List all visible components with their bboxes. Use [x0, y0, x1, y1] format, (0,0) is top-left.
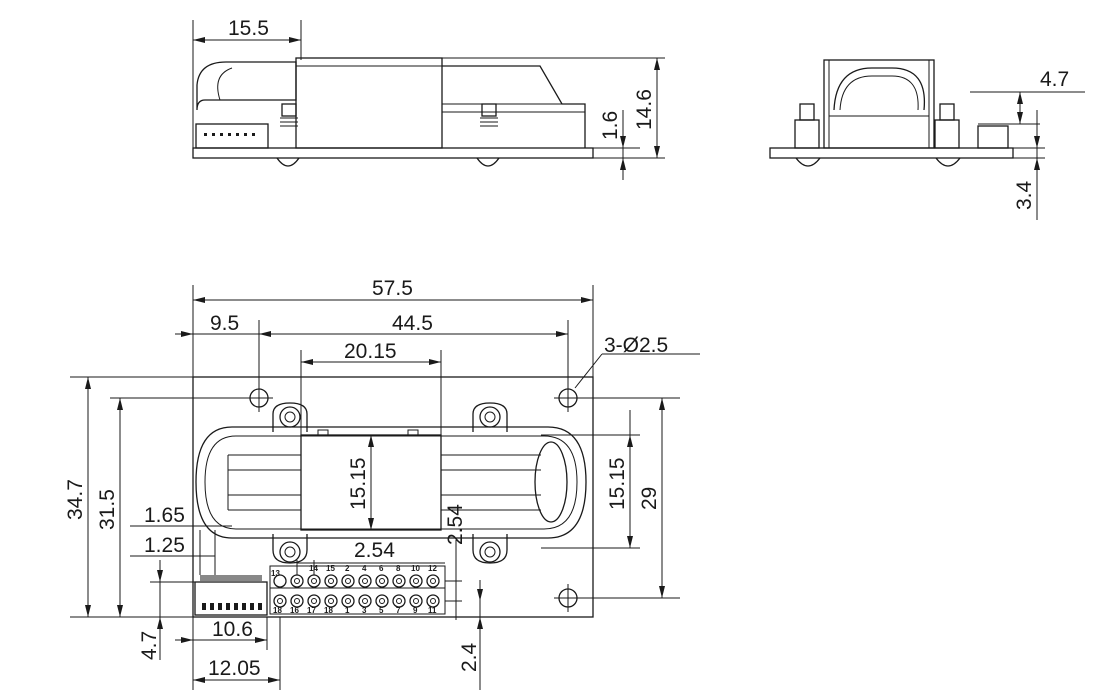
dim-connector-width: 4.7	[1040, 68, 1069, 91]
pin-label: 8	[396, 564, 401, 573]
dim-2-4: 2.4	[458, 642, 481, 672]
dim-1-65: 1.65	[144, 504, 185, 527]
pin-label: 16	[290, 606, 299, 615]
pin-label: 9	[413, 606, 418, 615]
dim-width-left: 15.5	[228, 17, 269, 40]
pin-label: 18	[273, 606, 282, 615]
pin-row-bottom	[273, 594, 440, 608]
pin-label: 18	[324, 606, 333, 615]
dim-chamber-height-inner: 15.15	[347, 457, 370, 510]
dim-chamber-height-right: 15.15	[606, 457, 629, 510]
pin-label-13: 13	[271, 569, 280, 578]
dim-hole-spacing: 44.5	[392, 312, 433, 335]
dim-12-05: 12.05	[208, 657, 261, 680]
dim-overall-height: 34.7	[64, 479, 87, 520]
dim-pitch-v: 2.54	[444, 504, 467, 545]
pin-label: 7	[396, 606, 401, 615]
pin-label: 11	[428, 606, 437, 615]
dim-right-height: 29	[638, 487, 661, 510]
pin-row-top	[290, 574, 423, 588]
pin-label: 15	[326, 564, 335, 573]
dim-holes-spec: 3-Ø2.5	[604, 334, 668, 357]
side-elevation-view: 4.7 3.4	[769, 59, 1085, 220]
plan-view: 13 14 15 2 4 6 8 10 12 18 16 17 18 1 3 5…	[64, 277, 700, 690]
pin-label: 3	[362, 606, 367, 615]
pin-label: 4	[362, 564, 367, 573]
dim-connector-offset: 3.4	[1013, 180, 1036, 210]
pin-label: 5	[379, 606, 384, 615]
dim-chamber-width: 20.15	[344, 340, 397, 363]
pin-label: 1	[345, 606, 350, 615]
pin-label: 12	[428, 564, 437, 573]
dim-hole-offset: 9.5	[210, 312, 239, 335]
dim-4-7: 4.7	[138, 631, 161, 660]
dim-pitch-h: 2.54	[354, 539, 395, 562]
front-elevation-view: 15.5 1.6 14.6	[192, 17, 665, 180]
pin-label: 10	[411, 564, 420, 573]
dim-overall-width: 57.5	[372, 277, 413, 300]
dim-height: 14.6	[633, 89, 656, 130]
pin-label: 2	[345, 564, 350, 573]
pin-label: 6	[379, 564, 384, 573]
dim-1-25: 1.25	[144, 534, 185, 557]
dim-pcb-thickness: 1.6	[599, 111, 622, 140]
dim-hole-vertical: 31.5	[96, 489, 119, 530]
dim-10-6: 10.6	[212, 618, 253, 641]
pin-label: 17	[307, 606, 316, 615]
